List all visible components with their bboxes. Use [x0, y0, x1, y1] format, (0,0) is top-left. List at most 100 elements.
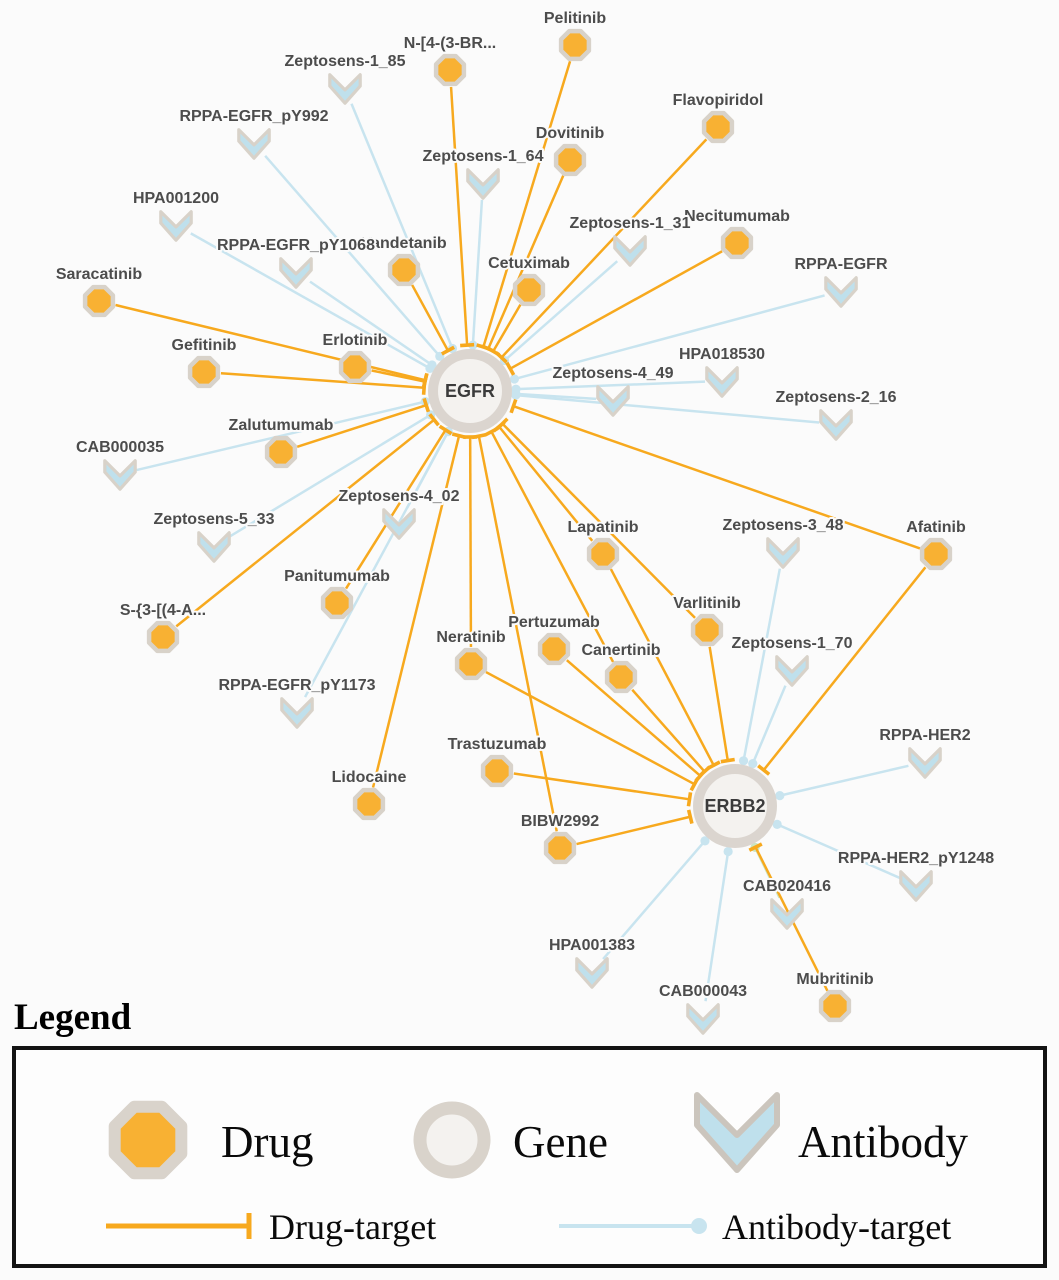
antibody-chevron-icon — [328, 73, 362, 105]
node-zeptosens_1_70[interactable] — [775, 655, 809, 687]
node-zeptosens_4_02[interactable] — [382, 508, 416, 540]
drug-octagon-icon — [352, 787, 386, 821]
antibody-chevron-icon — [613, 235, 647, 267]
node-zalutumumab[interactable] — [264, 435, 298, 469]
node-pelitinib[interactable] — [558, 28, 592, 62]
label-lidocaine: Lidocaine — [332, 769, 407, 786]
node-saracatinib[interactable] — [82, 284, 116, 318]
node-erlotinib[interactable] — [338, 350, 372, 384]
node-rppa_egfr[interactable] — [824, 276, 858, 308]
edge-rppa_her2-erbb2 — [775, 764, 909, 801]
node-rppa_egfr_py1068[interactable] — [279, 257, 313, 289]
label-mubritinib: Mubritinib — [796, 971, 874, 988]
antibody-chevron-icon — [766, 537, 800, 569]
label-hpa001383: HPA001383 — [549, 937, 635, 954]
node-hpa001383[interactable] — [575, 957, 609, 989]
node-hpa018530[interactable] — [705, 366, 739, 398]
node-egfr[interactable] — [428, 349, 512, 433]
node-zeptosens_3_48[interactable] — [766, 537, 800, 569]
node-zeptosens_2_16[interactable] — [819, 409, 853, 441]
node-bibw2992[interactable] — [543, 831, 577, 865]
node-trastuzumab[interactable] — [480, 754, 514, 788]
legend-antibody-icon — [694, 1092, 780, 1173]
legend-gene-label: Gene — [513, 1117, 608, 1167]
edge-zeptosens_1_64-egfr — [468, 199, 484, 350]
label-varlitinib: Varlitinib — [673, 595, 741, 612]
drug-octagon-icon — [919, 537, 953, 571]
edge-zeptosens_1_70-erbb2 — [748, 685, 787, 769]
node-neratinib[interactable] — [454, 647, 488, 681]
node-rppa_egfr_py992[interactable] — [237, 128, 271, 160]
node-mubritinib[interactable] — [818, 989, 852, 1023]
label-trastuzumab: Trastuzumab — [448, 736, 547, 753]
drug-octagon-icon — [454, 647, 488, 681]
node-cetuximab[interactable] — [512, 273, 546, 307]
label-zeptosens_1_85: Zeptosens-1_85 — [285, 53, 406, 70]
label-cab020416: CAB020416 — [743, 878, 831, 895]
node-zeptosens_5_33[interactable] — [197, 531, 231, 563]
label-rppa_egfr_py992: RPPA-EGFR_pY992 — [179, 108, 328, 125]
drug-octagon-icon — [558, 28, 592, 62]
node-zeptosens_1_85[interactable] — [328, 73, 362, 105]
antibody-chevron-icon — [159, 210, 193, 242]
node-necitumumab[interactable] — [720, 226, 754, 260]
node-cab000035[interactable] — [103, 459, 137, 491]
antibody-chevron-icon — [280, 697, 314, 729]
antibody-chevron-icon — [279, 257, 313, 289]
node-rppa_egfr_py1173[interactable] — [280, 697, 314, 729]
node-hpa001200[interactable] — [159, 210, 193, 242]
legend-drug-icon — [108, 1100, 188, 1180]
node-canertinib[interactable] — [604, 660, 638, 694]
drug-octagon-icon — [82, 284, 116, 318]
drug-octagon-icon — [338, 350, 372, 384]
legend-drug-label: Drug — [221, 1117, 313, 1167]
node-pertuzumab[interactable] — [537, 632, 571, 666]
node-gefitinib[interactable] — [187, 355, 221, 389]
label-zeptosens_2_16: Zeptosens-2_16 — [776, 389, 897, 406]
node-rppa_her2_py1248[interactable] — [899, 870, 933, 902]
label-zeptosens_5_33: Zeptosens-5_33 — [154, 511, 275, 528]
node-rppa_her2[interactable] — [908, 747, 942, 779]
node-lapatinib[interactable] — [586, 537, 620, 571]
node-afatinib[interactable] — [919, 537, 953, 571]
drug-octagon-icon — [720, 226, 754, 260]
node-erbb2[interactable] — [693, 764, 777, 848]
node-panitumumab[interactable] — [320, 586, 354, 620]
edge-necitumumab-egfr — [505, 250, 723, 376]
edge-panitumumab-egfr — [344, 424, 453, 590]
node-vandetanib[interactable] — [387, 253, 421, 287]
antibody-chevron-icon — [382, 508, 416, 540]
node-zeptosens_1_31[interactable] — [613, 235, 647, 267]
node-cab000043[interactable] — [686, 1003, 720, 1035]
antibody-chevron-icon — [908, 747, 942, 779]
node-flavopiridol[interactable] — [701, 110, 735, 144]
node-cab020416[interactable] — [770, 898, 804, 930]
label-zeptosens_4_02: Zeptosens-4_02 — [339, 488, 460, 505]
antibody-chevron-icon — [237, 128, 271, 160]
network-canvas[interactable]: EGFRERBB2PelitinibN-[4-(3-BR...Flavopiri… — [0, 0, 1059, 1045]
edge-zeptosens_2_16-egfr — [511, 390, 820, 424]
node-lidocaine[interactable] — [352, 787, 386, 821]
edge-rppa_egfr_py1173-egfr — [303, 426, 453, 698]
label-cetuximab: Cetuximab — [488, 255, 570, 272]
label-pelitinib: Pelitinib — [544, 10, 606, 27]
edge-hpa001383-erbb2 — [602, 836, 710, 960]
antibody-chevron-icon — [197, 531, 231, 563]
drug-octagon-icon — [320, 586, 354, 620]
edge-hpa018530-egfr — [511, 380, 706, 394]
legend-gene-icon — [413, 1101, 491, 1179]
label-necitumumab: Necitumumab — [684, 208, 790, 225]
edge-varlitinib-egfr — [496, 417, 696, 619]
antibody-chevron-icon — [103, 459, 137, 491]
node-zeptosens_4_49[interactable] — [596, 385, 630, 417]
node-dovitinib[interactable] — [553, 143, 587, 177]
label-rppa_her2: RPPA-HER2 — [879, 727, 970, 744]
legend-title: Legend — [14, 997, 132, 1038]
node-s3_4a[interactable] — [146, 620, 180, 654]
node-n4_3br[interactable] — [433, 53, 467, 87]
label-bibw2992: BIBW2992 — [521, 813, 599, 830]
node-zeptosens_1_64[interactable] — [466, 168, 500, 200]
node-varlitinib[interactable] — [690, 613, 724, 647]
label-cab000035: CAB000035 — [76, 439, 164, 456]
label-hpa001200: HPA001200 — [133, 190, 219, 207]
